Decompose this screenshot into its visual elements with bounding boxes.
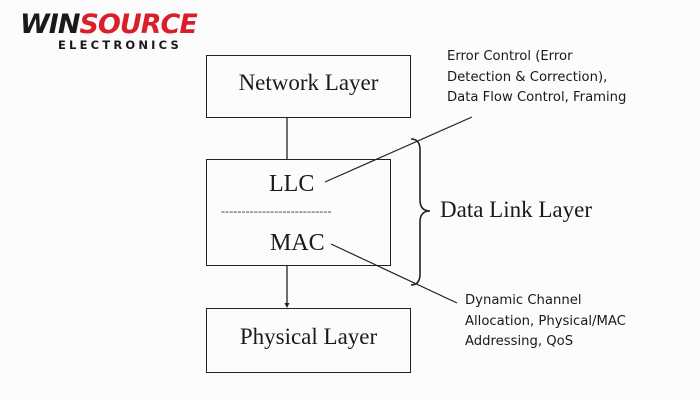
mac-label: MAC bbox=[270, 230, 325, 256]
mac-note-line: Addressing, QoS bbox=[465, 334, 574, 349]
physical-layer-label: Physical Layer bbox=[239, 324, 378, 349]
data-link-box: LLC --------------------------- MAC bbox=[206, 159, 391, 266]
network-layer-label: Network Layer bbox=[238, 70, 379, 95]
logo-brand: WINSOURCE bbox=[20, 8, 198, 42]
llc-note-line: Detection & Correction), bbox=[447, 69, 608, 85]
physical-layer-box: Physical Layer bbox=[206, 308, 411, 373]
llc-label: LLC bbox=[269, 171, 315, 197]
mac-pointer-line bbox=[330, 243, 458, 304]
sublayer-divider: --------------------------- bbox=[221, 204, 332, 218]
mac-note-line: Allocation, Physical/MAC bbox=[465, 313, 626, 329]
logo-subtitle: ELECTRONICS bbox=[58, 38, 182, 52]
llc-note-line: Error Control (Error bbox=[447, 49, 573, 64]
arrowhead-icon bbox=[284, 303, 290, 308]
llc-pointer-line bbox=[324, 116, 473, 183]
network-layer-box: Network Layer bbox=[206, 55, 411, 118]
llc-functions-note: Error Control (Error Detection & Correct… bbox=[447, 47, 626, 109]
data-link-layer-label: Data Link Layer bbox=[440, 197, 592, 222]
mac-note-line: Dynamic Channel bbox=[465, 293, 582, 308]
mac-functions-note: Dynamic Channel Allocation, Physical/MAC… bbox=[465, 291, 626, 353]
logo-source-text: SOURCE bbox=[79, 9, 197, 40]
llc-note-line: Data Flow Control, Framing bbox=[447, 90, 627, 105]
logo-win-text: WIN bbox=[20, 9, 80, 40]
data-link-brace bbox=[410, 138, 431, 286]
